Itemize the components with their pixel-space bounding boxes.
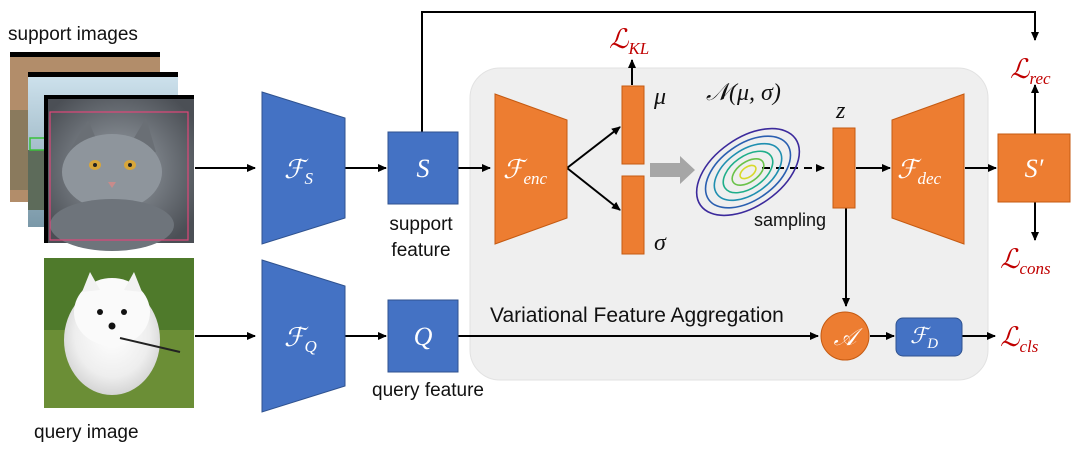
fdec-block bbox=[891, 93, 965, 245]
z-symbol: z bbox=[835, 98, 846, 124]
support-images-label: support images bbox=[8, 24, 138, 45]
fs-block bbox=[261, 91, 346, 245]
sigma-symbol: σ bbox=[654, 230, 667, 256]
sampling-label: sampling bbox=[754, 210, 826, 230]
grey-arrow bbox=[650, 156, 695, 184]
s-box bbox=[387, 131, 459, 205]
support-feature-label-line1: support bbox=[389, 214, 453, 235]
support-image-stack bbox=[10, 52, 194, 251]
mu-symbol: μ bbox=[653, 84, 666, 110]
query-feature-label: query feature bbox=[372, 380, 484, 401]
fq-block bbox=[261, 259, 346, 413]
fenc-block bbox=[494, 93, 568, 245]
aggregation-node bbox=[820, 311, 870, 361]
sigma-bar bbox=[621, 175, 645, 255]
vfa-title: Variational Feature Aggregation bbox=[490, 304, 784, 327]
normal-dist-symbol: 𝒩(μ, σ) bbox=[706, 80, 781, 106]
mu-bar bbox=[621, 85, 645, 165]
loss-cons: ℒcons bbox=[1000, 244, 1051, 278]
query-image-label: query image bbox=[34, 422, 139, 443]
z-bar bbox=[832, 127, 856, 209]
vfa-panel bbox=[469, 67, 989, 381]
arrow-fenc-to-mu bbox=[566, 126, 621, 169]
q-box bbox=[387, 299, 459, 373]
arrow-fenc-to-sigma bbox=[566, 167, 621, 211]
fd-box bbox=[895, 317, 963, 357]
gaussian-contour bbox=[695, 127, 801, 217]
loss-kl: ℒKL bbox=[609, 24, 649, 58]
query-image bbox=[44, 258, 194, 408]
fd-label: ℱD bbox=[910, 323, 938, 352]
s-prime-box bbox=[997, 133, 1071, 203]
loss-rec: ℒrec bbox=[1010, 54, 1051, 88]
s-prime-label: S′ bbox=[1025, 154, 1044, 183]
loss-cls: ℒcls bbox=[1000, 322, 1039, 356]
arrow-s-to-rec bbox=[421, 11, 1039, 132]
support-feature-label-line2: feature bbox=[391, 240, 450, 261]
q-label: Q bbox=[414, 322, 433, 351]
s-label: S bbox=[417, 154, 430, 183]
